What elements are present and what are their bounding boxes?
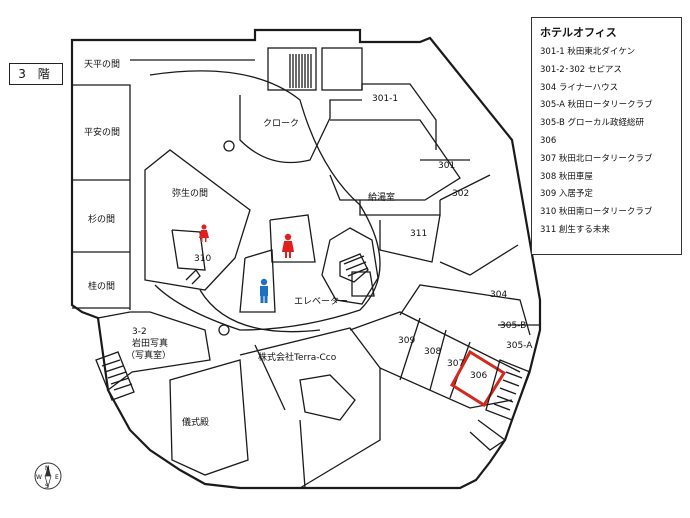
room-sugi: 杉の間 — [88, 213, 115, 225]
legend-item: 311 創生する未来 — [540, 224, 610, 235]
female-restroom-icon-small — [199, 224, 209, 242]
room-305a: 305-A — [506, 341, 533, 351]
stairs-north — [289, 54, 312, 88]
stairs-west — [95, 351, 135, 401]
room-306[interactable]: 306 — [470, 371, 487, 381]
floor-label: 3 階 — [9, 63, 63, 85]
room-cloak: クローク — [263, 118, 299, 129]
room-tenpyo: 天平の間 — [84, 59, 120, 70]
room-yayoi: 弥生の間 — [172, 187, 208, 199]
legend-item: 304 ライナーハウス — [540, 82, 619, 93]
room-311: 311 — [410, 229, 427, 239]
legend-item: 305-A 秋田ロータリークラブ — [540, 100, 653, 111]
legend-item: 307 秋田北ロータリークラブ — [540, 153, 653, 164]
compass-n: N — [45, 465, 50, 472]
legend-item: 308 秋田車屋 — [540, 171, 593, 182]
compass-icon — [34, 462, 62, 490]
female-restroom-icon — [282, 233, 294, 258]
compass-w: W — [36, 474, 42, 481]
room-304: 304 — [490, 290, 507, 300]
legend-title: ホテルオフィス — [540, 26, 617, 39]
legend-item: 309 入居予定 — [540, 189, 593, 200]
room-kyutoshitsu: 給湯室 — [368, 191, 395, 203]
room-308: 308 — [424, 347, 441, 357]
room-309: 309 — [398, 336, 415, 346]
room-iwata-sub: （写真室） — [126, 349, 171, 361]
room-katsura: 桂の間 — [88, 280, 115, 292]
legend-item: 306 — [540, 135, 557, 146]
room-301-1: 301-1 — [372, 94, 398, 104]
room-310: 310 — [194, 254, 211, 264]
legend-item: 301-2･302 セピアス — [540, 64, 622, 75]
compass-s: S — [45, 483, 49, 490]
legend-item: 310 秋田南ロータリークラブ — [540, 207, 653, 218]
legend-item: 301-1 秋田東北ダイケン — [540, 47, 636, 57]
room-iwata-num: 3-2 — [132, 327, 147, 337]
room-gishikiden: 儀式殿 — [182, 416, 209, 428]
male-restroom-icon — [260, 278, 268, 303]
room-heian: 平安の間 — [84, 126, 120, 138]
room-302: 302 — [452, 189, 469, 199]
elevator-core — [321, 227, 379, 305]
room-terra: 株式会社Terra-Cco — [258, 351, 337, 363]
label-elevator: エレベーター — [294, 296, 348, 307]
stairs-southeast — [485, 359, 531, 421]
room-307: 307 — [447, 359, 464, 369]
room-306-highlight[interactable] — [450, 349, 507, 408]
room-301: 301 — [438, 161, 455, 171]
legend: ホテルオフィス 301-1 秋田東北ダイケン 301-2･302 セピアス 30… — [531, 17, 682, 255]
room-305b: 305-B — [500, 321, 526, 331]
outer-wall — [70, 28, 542, 490]
legend-item: 305-B グローカル政経総研 — [540, 118, 645, 129]
room-iwata-name: 岩田写真 — [132, 337, 168, 349]
compass-e: E — [55, 474, 59, 481]
